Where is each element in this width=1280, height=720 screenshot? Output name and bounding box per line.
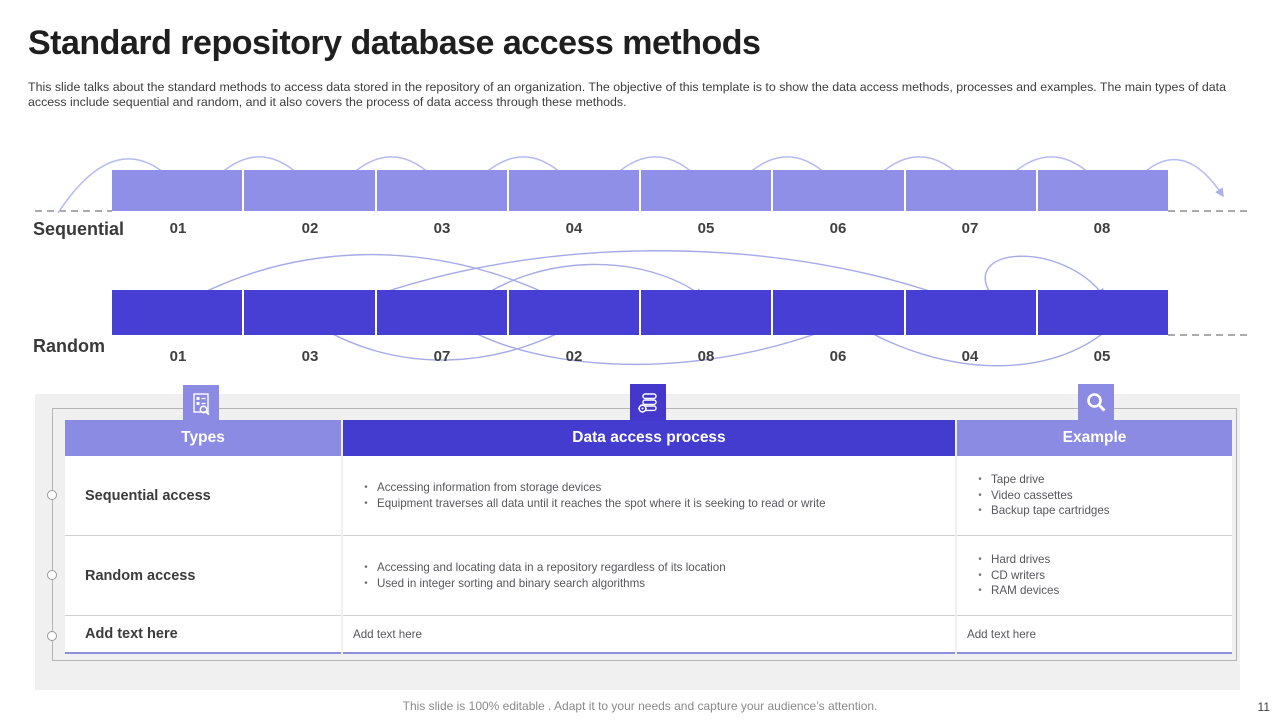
row-random-process: • Accessing and locating data in a reposi… <box>343 536 955 616</box>
database-gear-icon <box>630 384 666 421</box>
bullet-item: • RAM devices <box>969 583 1232 599</box>
bullet-text: Accessing and locating data in a reposit… <box>377 561 726 574</box>
bullet-text: Accessing information from storage devic… <box>377 481 602 494</box>
segment-number: 06 <box>829 220 847 237</box>
row-random-type: Random access <box>65 536 341 616</box>
bullet-item: • Accessing information from storage devi… <box>355 480 955 496</box>
bar-segment <box>903 170 1036 211</box>
bar-segment <box>374 290 507 335</box>
bar-segment <box>903 290 1036 335</box>
bar-segment <box>242 170 374 211</box>
segment-number: 08 <box>697 348 715 365</box>
bullet-dot: • <box>364 497 368 509</box>
bar-segment <box>112 290 242 335</box>
table-header-example: Example <box>957 420 1232 456</box>
bar-segment <box>639 170 771 211</box>
placeholder-text: Add text here <box>353 627 422 641</box>
bullet-dot: • <box>364 482 368 493</box>
placeholder-text: Add text here <box>967 627 1036 641</box>
sequential-label: Sequential <box>33 219 125 239</box>
bar-segment <box>1035 290 1168 335</box>
page-title: Standard repository database access meth… <box>28 24 761 62</box>
sequential-bar <box>112 170 1168 211</box>
random-label: Random <box>33 336 105 356</box>
slide-description: This slide talks about the standard meth… <box>28 80 1226 109</box>
row-random-example: • Hard drives • CD writers • RAM devices <box>957 536 1232 616</box>
bullet-dot: • <box>978 489 982 501</box>
segment-number: 02 <box>301 220 319 237</box>
frame-node <box>47 570 57 580</box>
bar-segment <box>506 170 639 211</box>
row-placeholder-process: Add text here <box>343 616 955 654</box>
bullet-dot: • <box>978 554 982 566</box>
page-number: 11 <box>1257 700 1270 714</box>
segment-number: 07 <box>433 348 451 365</box>
bar-segment <box>639 290 771 335</box>
footer-note: This slide is 100% editable . Adapt it t… <box>402 699 878 713</box>
bar-segment <box>242 290 374 335</box>
row-placeholder-type: Add text here <box>65 616 341 654</box>
bar-segment <box>771 290 903 335</box>
bullet-item: • Backup tape cartridges <box>969 503 1232 519</box>
row-sequential-process: • Accessing information from storage devi… <box>343 456 955 536</box>
bullet-item: • Video cassettes <box>969 488 1232 504</box>
row-sequential-example: • Tape drive • Video cassettes • Backup tap… <box>957 456 1232 536</box>
row-sequential-type: Sequential access <box>65 456 341 536</box>
segment-number: 01 <box>169 220 187 237</box>
bullet-dot: • <box>978 585 982 597</box>
bullet-text: Hard drives <box>991 553 1051 567</box>
bar-segment <box>506 290 639 335</box>
segment-number: 02 <box>565 348 583 365</box>
bullet-item: • Accessing and locating data in a reposi… <box>355 560 955 576</box>
segment-number: 06 <box>829 348 847 365</box>
segment-number: 04 <box>961 348 979 365</box>
bullet-dot: • <box>978 569 982 581</box>
segment-number: 05 <box>697 220 715 237</box>
bullet-text: Backup tape cartridges <box>991 504 1110 518</box>
bar-segment <box>112 170 242 211</box>
bullet-item: • Equipment traverses all data until it r… <box>355 496 955 512</box>
row-placeholder-example: Add text here <box>957 616 1232 654</box>
segment-number: 04 <box>565 220 583 237</box>
bullet-dot: • <box>978 505 982 517</box>
segment-number: 03 <box>433 220 451 237</box>
bullet-dot: • <box>364 577 368 589</box>
access-methods-table: Types Data access process Example Sequen… <box>65 420 1232 654</box>
bar-segment <box>374 170 507 211</box>
frame-node <box>47 490 57 500</box>
bullet-dot: • <box>978 474 982 486</box>
bullet-text: Video cassettes <box>991 488 1073 502</box>
bullet-item: • Hard drives <box>969 552 1232 568</box>
checklist-icon <box>183 385 219 422</box>
table-header-types: Types <box>65 420 341 456</box>
bar-segment <box>771 170 903 211</box>
segment-number: 08 <box>1093 220 1111 237</box>
random-segment-labels: 01 03 07 02 08 06 04 05 <box>112 348 1168 365</box>
bullet-item: • Used in integer sorting and binary sear… <box>355 576 955 592</box>
segment-number: 01 <box>169 348 187 365</box>
bar-segment <box>1035 170 1168 211</box>
table-header-process: Data access process <box>343 420 955 456</box>
bullet-text: Used in integer sorting and binary searc… <box>377 576 646 590</box>
segment-number: 07 <box>961 220 979 237</box>
bullet-text: Equipment traverses all data until it re… <box>377 496 826 510</box>
segment-number: 05 <box>1093 348 1111 365</box>
random-bar <box>112 290 1168 335</box>
magnifier-icon <box>1078 384 1114 421</box>
segment-number: 03 <box>301 348 319 365</box>
bullet-dot: • <box>364 562 368 573</box>
bullet-text: RAM devices <box>991 584 1060 598</box>
bullet-item: • Tape drive <box>969 472 1232 488</box>
bullet-text: Tape drive <box>991 473 1045 487</box>
bullet-text: CD writers <box>991 568 1046 582</box>
sequential-segment-labels: 01 02 03 04 05 06 07 08 <box>112 220 1168 237</box>
bullet-item: • CD writers <box>969 568 1232 584</box>
frame-node <box>47 631 57 641</box>
